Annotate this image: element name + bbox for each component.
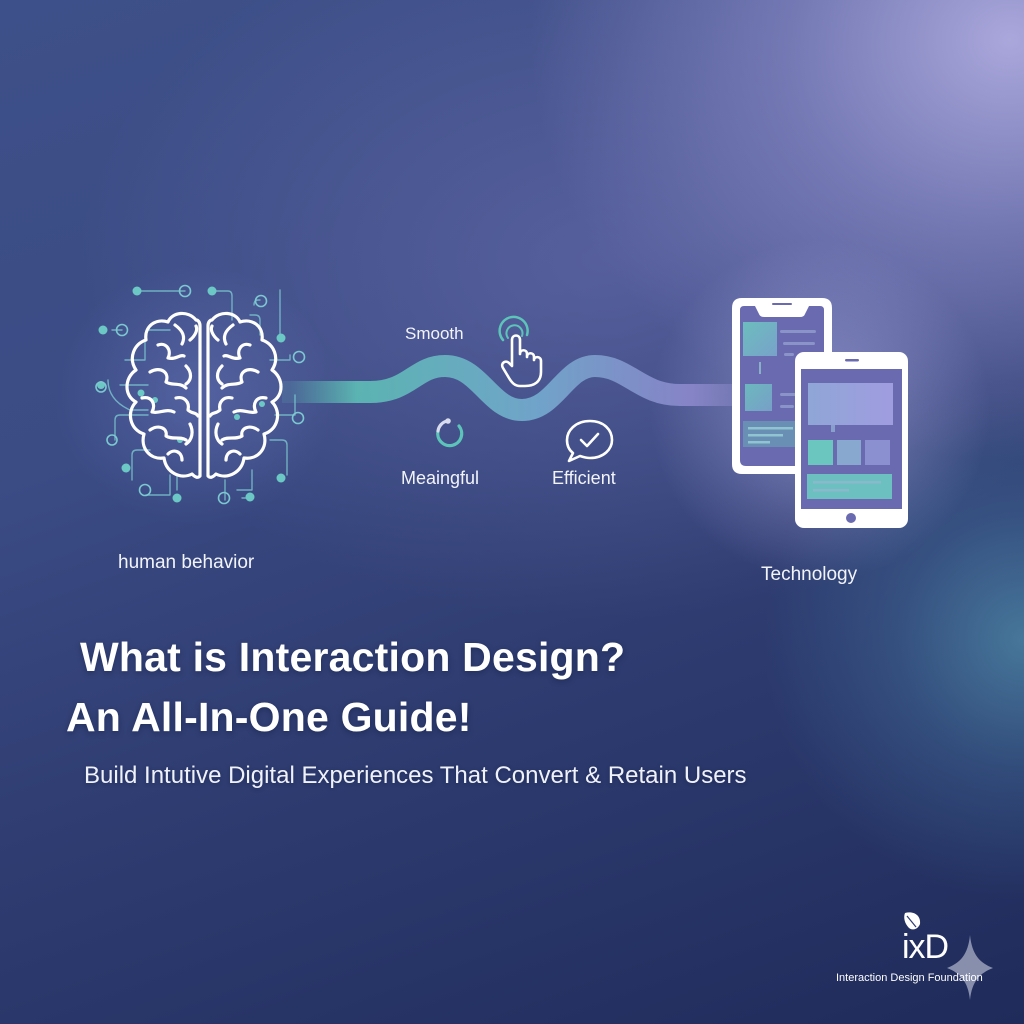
connection-wave bbox=[282, 354, 736, 422]
technology-label: Technology bbox=[761, 564, 858, 585]
leaf-icon bbox=[904, 912, 921, 930]
brain-circuit-icon bbox=[95, 284, 306, 505]
chat-check-icon bbox=[565, 419, 614, 463]
smooth-label: Smooth bbox=[405, 324, 464, 343]
page-subtitle: Build Intutive Digital Experiences That … bbox=[84, 762, 747, 789]
human-behavior-label: human behavior bbox=[118, 552, 255, 573]
efficient-label: Efficient bbox=[552, 468, 616, 488]
tablet-illustration bbox=[795, 352, 908, 528]
circular-progress-icon bbox=[436, 418, 464, 448]
meaningful-label: Meaingful bbox=[401, 468, 480, 488]
ixd-logo: ixD bbox=[902, 928, 949, 966]
tap-gesture-icon bbox=[498, 315, 543, 388]
sparkle-icon bbox=[947, 935, 993, 1000]
page-title: What is Interaction Design? bbox=[80, 634, 626, 680]
page-title-line2: An All-In-One Guide! bbox=[66, 694, 472, 740]
logo-caption: Interaction Design Foundation bbox=[836, 972, 983, 984]
